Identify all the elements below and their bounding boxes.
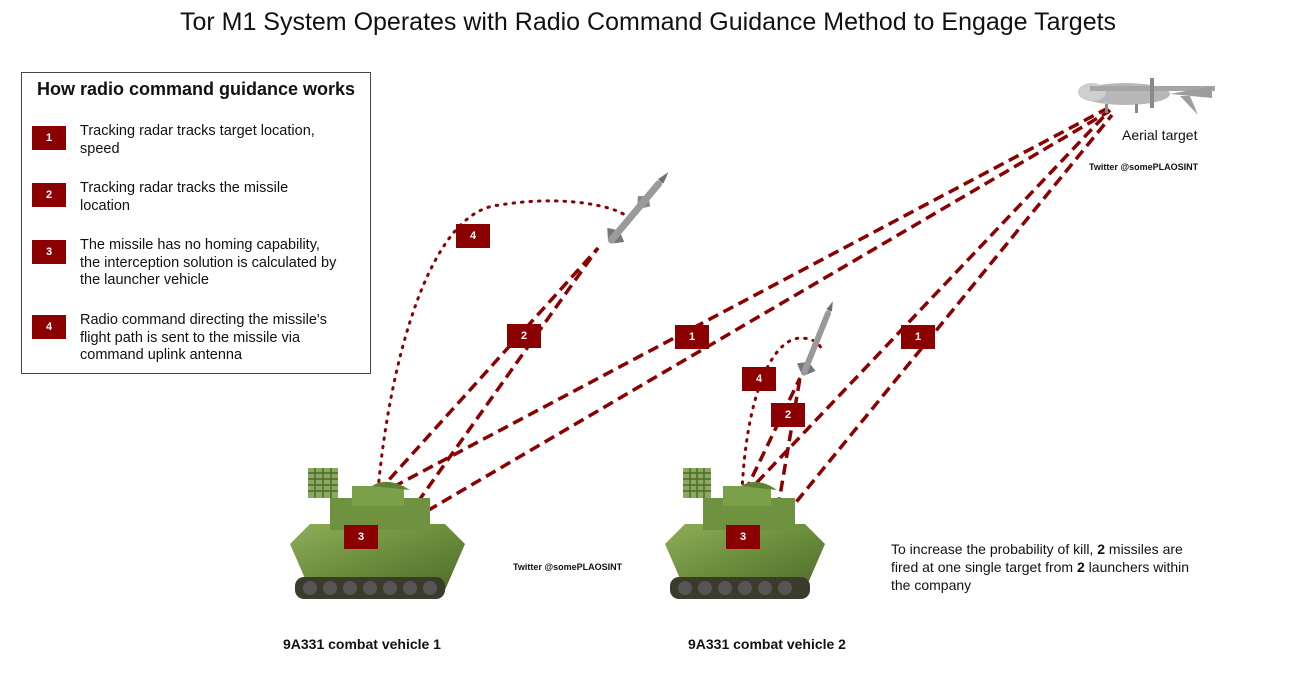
- v1-target-badge: 1: [675, 325, 709, 349]
- note-count-missiles: 2: [1097, 541, 1106, 557]
- combat-vehicle-1-image: [290, 468, 465, 599]
- legend-panel: How radio command guidance works 1 Track…: [21, 72, 371, 374]
- legend-step-text: Tracking radar tracks target location, s…: [80, 123, 315, 157]
- legend-step-text: Tracking radar tracks the missile locati…: [80, 180, 289, 214]
- v2-target-track-path-a: [743, 108, 1112, 497]
- v2-missile-badge: 2: [771, 403, 805, 427]
- vehicle-1-label: 9A331 combat vehicle 1: [283, 636, 441, 652]
- vehicle-2-badge: 3: [726, 525, 760, 549]
- aerial-target-drone: [1078, 78, 1215, 115]
- aerial-target-label: Aerial target: [1122, 127, 1198, 143]
- v2-command-uplink-path: [740, 336, 824, 494]
- page-title: Tor M1 System Operates with Radio Comman…: [179, 8, 1117, 36]
- v2-target-badge: 1: [901, 325, 935, 349]
- v1-missile-track-path-a: [376, 246, 600, 494]
- missile-1: [607, 172, 669, 244]
- v2-command-badge: 4: [742, 367, 776, 391]
- note-text-3: launchers within the company: [891, 559, 1190, 593]
- vehicle-1-badge: 3: [344, 525, 378, 549]
- note-text-2: missiles are fired at one single target …: [891, 541, 1183, 575]
- note-count-launchers: 2: [1077, 559, 1085, 575]
- kill-probability-note: To increase the probability of kill, 2 m…: [891, 540, 1211, 594]
- vehicle-1-paths: [376, 106, 1109, 532]
- v1-command-uplink-path: [376, 199, 627, 492]
- combat-vehicle-2-image: [665, 468, 825, 599]
- legend-title: How radio command guidance works: [36, 79, 356, 99]
- legend-step-text: The missile has no homing capability, th…: [80, 237, 337, 288]
- v1-missile-badge: 2: [507, 324, 541, 348]
- v2-missile-track-path-a: [743, 377, 802, 493]
- v1-command-badge: 4: [456, 224, 490, 248]
- v1-target-track-path-b: [397, 110, 1109, 530]
- missile-2: [796, 301, 833, 376]
- legend-step-text: Radio command directing the missile's fl…: [80, 312, 327, 363]
- credit-middle: Twitter @somePLAOSINT: [513, 562, 623, 572]
- vehicle-2-label: 9A331 combat vehicle 2: [688, 636, 846, 652]
- v1-target-track-path-a: [377, 106, 1109, 497]
- credit-top: Twitter @somePLAOSINT: [1089, 162, 1199, 172]
- legend-step-badge: 4: [32, 315, 66, 339]
- legend-step-badge: 1: [32, 126, 66, 150]
- v2-target-track-path-b: [773, 113, 1114, 530]
- vehicle-2-paths: [740, 108, 1114, 530]
- v1-missile-track-path-b: [396, 246, 600, 532]
- legend-step-badge: 2: [32, 183, 66, 207]
- note-text-1: To increase the probability of kill,: [891, 541, 1098, 557]
- legend-step-badge: 3: [32, 240, 66, 264]
